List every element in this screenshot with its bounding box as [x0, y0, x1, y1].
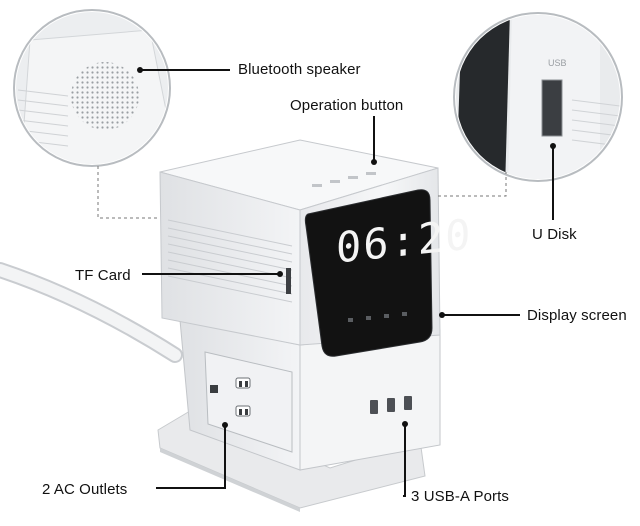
- power-cord: [0, 262, 183, 363]
- label-tf-card: TF Card: [75, 267, 131, 284]
- speaker-detail-inset: [13, 9, 171, 167]
- u-disk-port[interactable]: [541, 79, 563, 137]
- callout-dots: [137, 67, 556, 428]
- label-usb-a-ports: 3 USB-A Ports: [411, 488, 510, 505]
- ac-outlet-2[interactable]: [235, 405, 251, 417]
- operation-buttons: [312, 172, 376, 187]
- screen-indicator-dots: [348, 312, 407, 322]
- display-screen: 06:20: [304, 189, 472, 357]
- label-ac-outlets: 2 AC Outlets: [42, 481, 128, 498]
- label-u-disk: U Disk: [532, 226, 577, 243]
- callout-lines: [140, 69, 554, 497]
- callout-ac-line: [156, 425, 226, 489]
- operation-button-4[interactable]: [366, 172, 376, 175]
- usb-port-marking: USB: [548, 58, 567, 68]
- usb-port-3[interactable]: [404, 396, 412, 410]
- tf-card-slot[interactable]: [286, 268, 291, 294]
- label-display-screen: Display screen: [527, 307, 627, 324]
- operation-button-1[interactable]: [312, 184, 322, 187]
- ac-outlet-1[interactable]: [235, 377, 251, 389]
- usb-ports: [370, 396, 412, 414]
- inset-dashed-connectors: [97, 166, 507, 219]
- usb-port-1[interactable]: [370, 400, 378, 414]
- label-operation-button: Operation button: [290, 97, 404, 114]
- label-bluetooth-speaker: Bluetooth speaker: [238, 61, 361, 78]
- usb-port-2[interactable]: [387, 398, 395, 412]
- u-disk-detail-inset: USB: [453, 12, 623, 182]
- operation-button-2[interactable]: [330, 180, 340, 183]
- operation-button-3[interactable]: [348, 176, 358, 179]
